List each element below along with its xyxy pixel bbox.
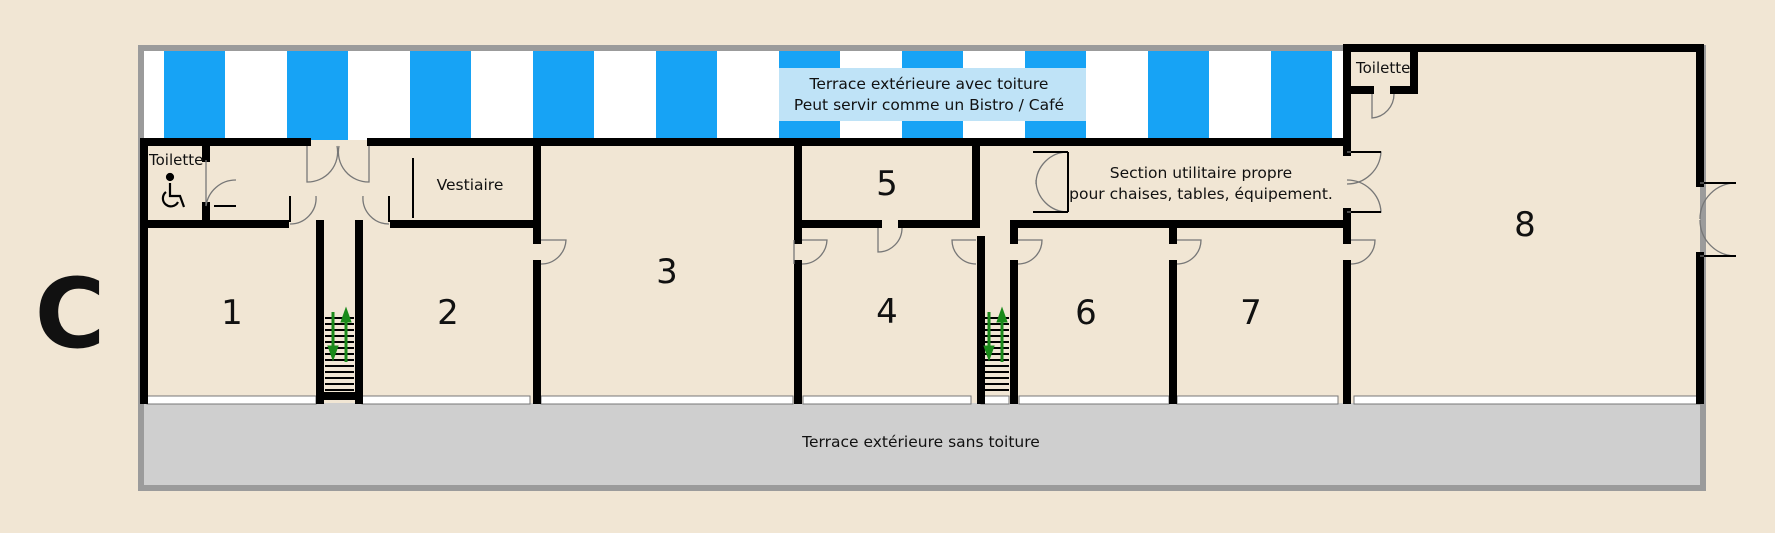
room-8-number: 8 bbox=[1514, 205, 1536, 245]
windows-bottom bbox=[146, 395, 1701, 405]
awning-stripe bbox=[287, 51, 348, 140]
covered-terrace-label-line2: Peut servir comme un Bistro / Café bbox=[794, 96, 1064, 114]
room-5-number: 5 bbox=[876, 164, 898, 204]
wheelchair-icon bbox=[161, 172, 186, 208]
utility-label-line1: Section utilitaire propre bbox=[1110, 164, 1292, 182]
awning-stripe bbox=[164, 51, 225, 140]
toilet-left-label: Toilette bbox=[148, 151, 203, 169]
toilet-right-label: Toilette bbox=[1355, 59, 1410, 77]
awning-stripe bbox=[1271, 51, 1332, 140]
room-6-number: 6 bbox=[1075, 293, 1097, 333]
room-2-number: 2 bbox=[437, 293, 459, 333]
room-7-number: 7 bbox=[1240, 293, 1262, 333]
cloakroom-label: Vestiaire bbox=[437, 176, 504, 194]
covered-terrace-label-line1: Terrace extérieure avec toiture bbox=[809, 75, 1049, 93]
walls bbox=[140, 44, 1704, 404]
open-terrace-label: Terrace extérieure sans toiture bbox=[801, 433, 1040, 451]
awning-stripe bbox=[533, 51, 594, 140]
awning-stripe bbox=[410, 51, 471, 140]
stairs-icon-left bbox=[325, 317, 354, 391]
utility-label-line2: pour chaises, tables, équipement. bbox=[1069, 185, 1333, 203]
doors bbox=[205, 93, 1737, 265]
room-3-number: 3 bbox=[656, 252, 678, 292]
wing-letter: C bbox=[35, 258, 105, 370]
room-4-number: 4 bbox=[876, 292, 898, 332]
awning-stripe bbox=[1148, 51, 1209, 140]
awning-stripe bbox=[656, 51, 717, 140]
open-terrace bbox=[144, 403, 1700, 485]
covered-terrace-label-bg bbox=[779, 68, 1086, 121]
room-1-number: 1 bbox=[221, 293, 243, 333]
up-down-arrow-icon-left bbox=[327, 306, 352, 362]
up-down-arrow-icon-right bbox=[983, 306, 1008, 362]
